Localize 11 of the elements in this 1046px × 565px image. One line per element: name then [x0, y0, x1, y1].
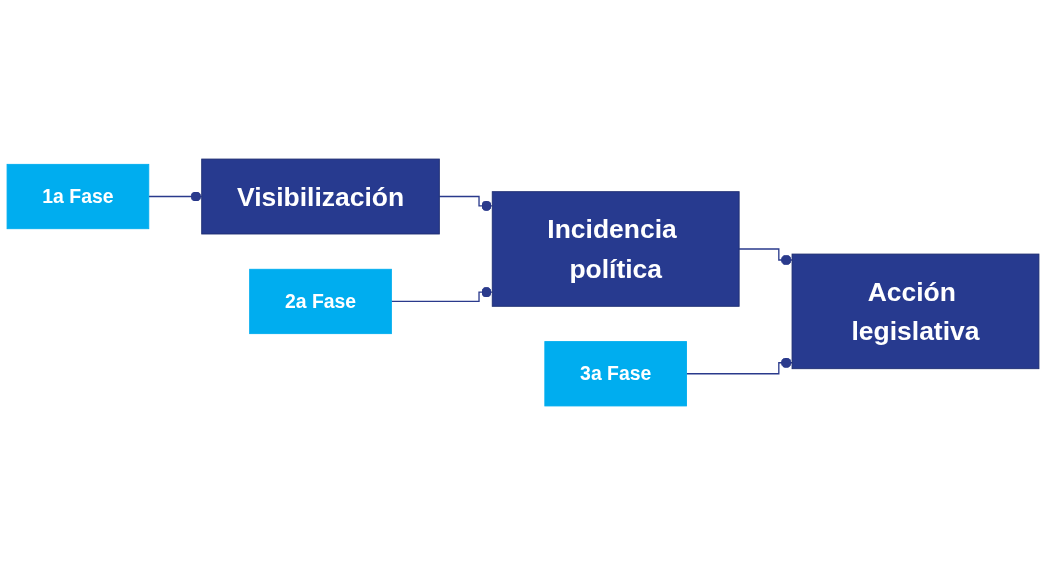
- connector: [738, 248, 793, 266]
- connector: [390, 286, 493, 303]
- node-box: Visibilización: [201, 158, 440, 235]
- connector: [685, 357, 793, 375]
- node-box: 2a Fase: [249, 268, 392, 335]
- node-box: 1a Fase: [6, 163, 150, 230]
- node-box: 3a Fase: [544, 341, 687, 407]
- node-box: Acción legislativa: [791, 253, 1040, 370]
- node-box: Incidencia política: [491, 191, 740, 307]
- connector: [438, 195, 493, 212]
- connector: [148, 191, 203, 202]
